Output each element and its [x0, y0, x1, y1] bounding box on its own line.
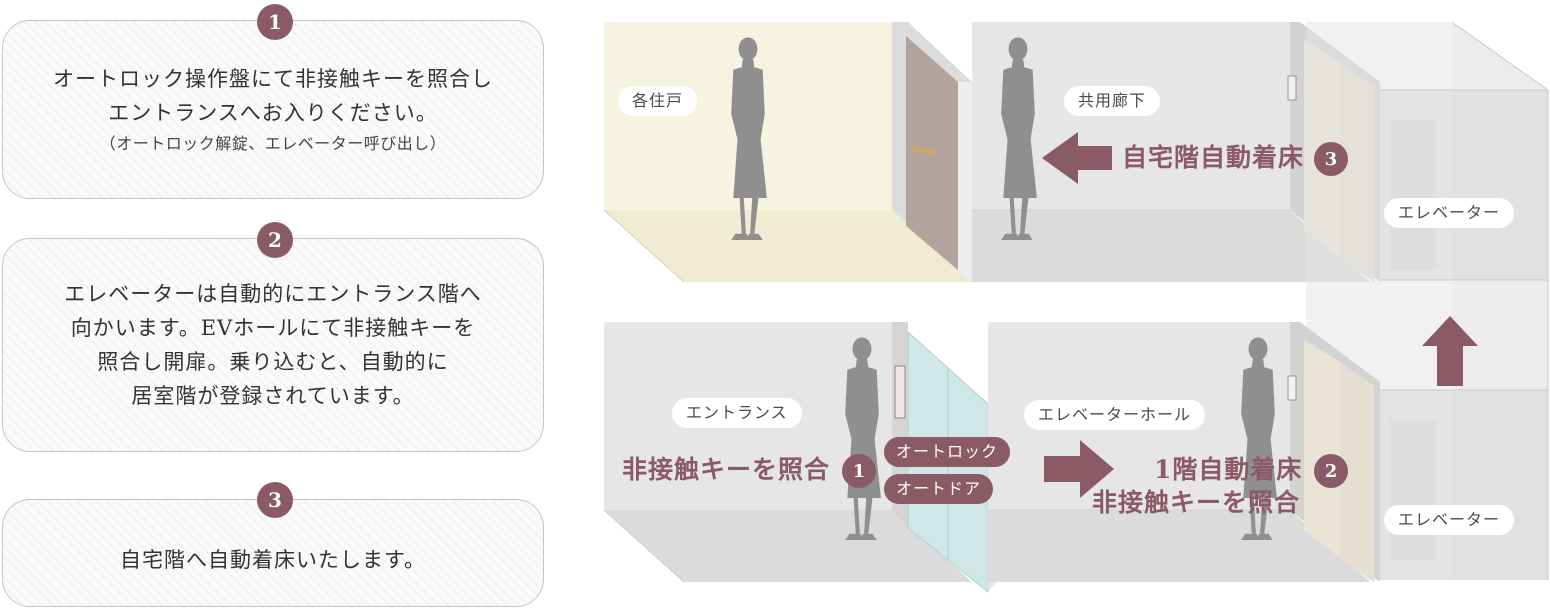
step-1-line-1: オートロック操作盤にて非接触キーを照合し — [53, 66, 493, 91]
callout-badge-3: 3 — [1314, 142, 1348, 176]
callout-badge-1: 1 — [842, 454, 876, 488]
step-card-1: オートロック操作盤にて非接触キーを照合し エントランスへお入りください。 （オー… — [2, 20, 544, 199]
label-elevator-upper: エレベーター — [1384, 198, 1515, 228]
callout-auto-landing: 自宅階自動着床 — [1122, 143, 1305, 172]
step-2-line-3: 照合し開扉。乗り込むと、自動的に — [97, 350, 449, 374]
step-card-2: エレベーターは自動的にエントランス階へ 向かいます。EVホールにて非接触キーを … — [2, 238, 544, 452]
tag-autolock: オートロック — [884, 437, 1011, 467]
corridor-wall — [972, 22, 1290, 282]
arrow-left-icon — [1042, 132, 1112, 184]
label-corridor: 共用廊下 — [1064, 86, 1161, 116]
entrance-floor — [604, 510, 972, 582]
hall-floor — [988, 510, 1370, 582]
step-1-line-2: エントランスへお入りください。 — [108, 100, 438, 125]
step-2-line-4: 居室階が登録されています。 — [131, 384, 415, 408]
tag-autodoor: オートドア — [884, 474, 994, 504]
elevator-door-lower-right — [1340, 362, 1374, 582]
elevator-door-lower-left — [1304, 340, 1340, 558]
step-2-line-2: 向かいます。EVホールにて非接触キーを — [70, 316, 476, 340]
label-residence: 各住戸 — [618, 86, 698, 116]
arrow-up-icon — [1422, 316, 1478, 386]
step-2-line-1: エレベーターは自動的にエントランス階へ — [64, 282, 482, 306]
corridor-floor — [972, 210, 1370, 282]
label-entrance: エントランス — [672, 398, 802, 428]
step-1-sub: （オートロック解錠、エレベーター呼び出し） — [99, 133, 447, 153]
callout-hall-line1: 1階自動着床 — [1154, 455, 1303, 484]
arrow-right-icon — [1044, 440, 1114, 498]
elevator-door-upper-right — [1340, 62, 1374, 282]
callout-key-entrance: 非接触キーを照合 — [622, 455, 831, 484]
residence-floor — [604, 210, 972, 282]
callout-hall-line2: 非接触キーを照合 — [1092, 488, 1301, 517]
label-elevator-lower: エレベーター — [1384, 505, 1515, 535]
step-badge-3: 3 — [257, 482, 293, 518]
callout-badge-2: 2 — [1314, 454, 1348, 488]
elevator-panel-upper — [1287, 75, 1297, 101]
upper-floor — [603, 22, 1380, 283]
autolock-panel — [894, 365, 906, 419]
step-3-line-1: 自宅階へ自動着床いたします。 — [120, 548, 426, 572]
door-handle — [911, 146, 936, 155]
label-elevator-hall: エレベーターホール — [1024, 400, 1206, 430]
hall-wall — [988, 322, 1290, 592]
elevator-panel-lower — [1287, 375, 1297, 401]
step-badge-2: 2 — [257, 222, 293, 258]
step-badge-1: 1 — [257, 4, 293, 40]
